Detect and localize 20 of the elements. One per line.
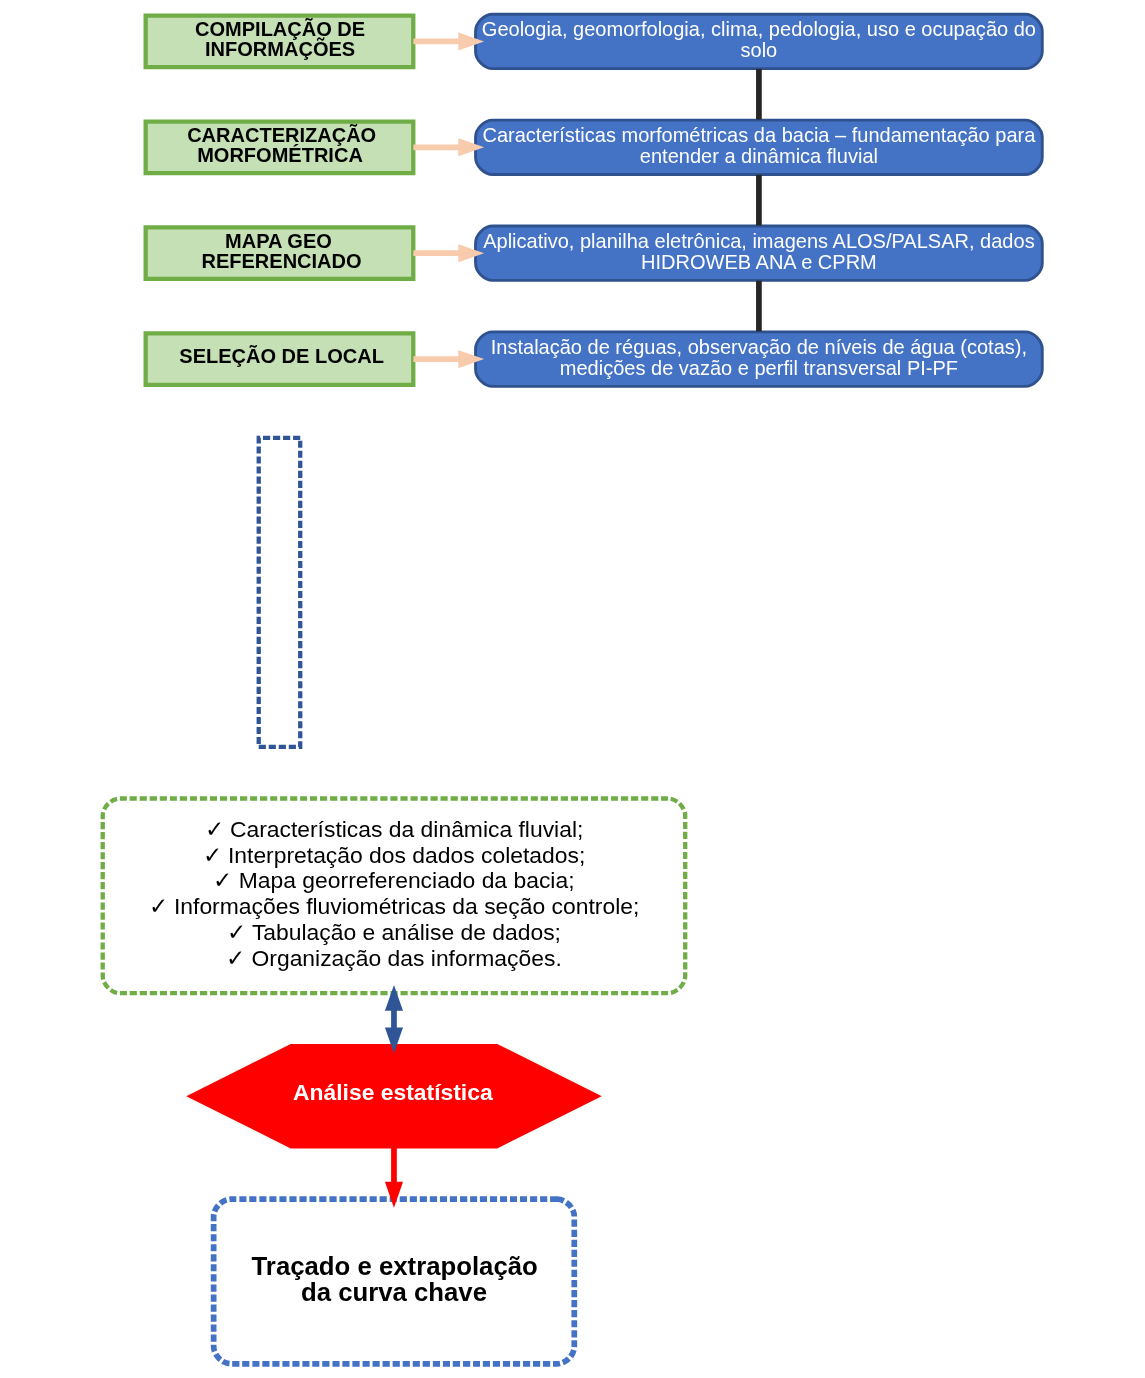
node-box: Traçado e extrapolação da curva chave <box>210 1196 578 1367</box>
node-box: CARACTERIZAÇÃO MORFOMÉTRICA <box>143 119 416 176</box>
connector <box>756 280 762 332</box>
node-box: MAPA GEO REFERENCIADO <box>143 225 416 282</box>
node-box: SELEÇÃO DE LOCAL <box>143 331 416 388</box>
node-box: COMPILAÇÃO DE INFORMAÇÕES <box>143 13 416 70</box>
arrow <box>384 1147 403 1208</box>
arrow <box>413 350 485 369</box>
arrow <box>413 32 485 51</box>
connector <box>756 68 762 120</box>
connector <box>756 174 762 226</box>
node-box: Instalação de réguas, observação de níveis de água (cotas), medições de vazão e perfil transversal PI-PF <box>474 330 1044 388</box>
arrow <box>384 985 403 1054</box>
node-box: Aplicativo, planilha eletrônica, imagens ALOS/PALSAR, dados HIDROWEB ANA e CPRM <box>474 224 1044 282</box>
arrow <box>413 138 485 157</box>
node-box: Geologia, geomorfologia, clima, pedologia, uso e ocupação do solo <box>474 12 1044 71</box>
node-box: Características morfométricas da bacia – fundamentação para entender a dinâmica fluvial <box>474 118 1044 176</box>
arrow <box>413 244 485 263</box>
node-box: ✓ Características da dinâmica fluvial; ✓ Interpretação dos dados coletados; ✓ Mapa georreferenciado da bacia; ✓ Informações fluviométricas da seção controle; ✓ Tabulação e análise de dados; ✓ Organização das informações. <box>100 796 688 996</box>
node-box <box>256 435 303 750</box>
